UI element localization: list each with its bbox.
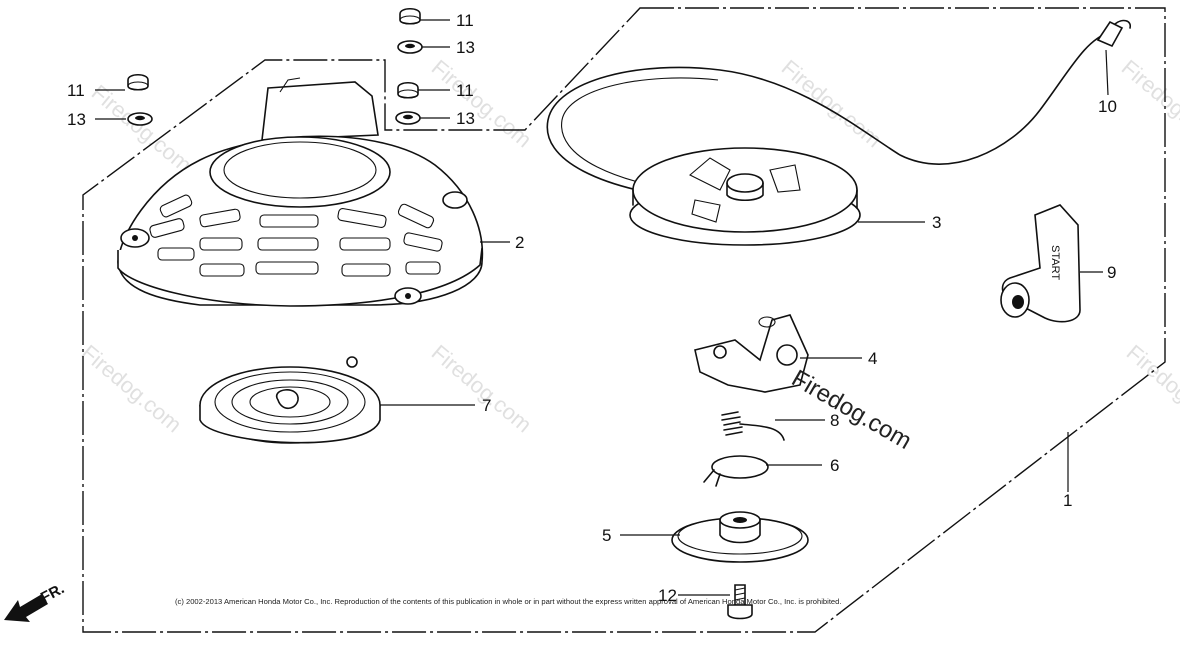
part-starter-housing <box>117 77 484 307</box>
watermark-text: Firedog.com <box>77 340 187 438</box>
front-arrow: FR. <box>4 580 67 622</box>
callout-6: 6 <box>830 456 839 475</box>
part-start-handle: START <box>1000 204 1081 323</box>
watermark-text: Firedog.com <box>87 80 197 178</box>
watermark-overlay: Firedog.com <box>787 365 916 455</box>
callout-11: 11 <box>67 81 85 100</box>
callout-12: 12 <box>658 586 677 605</box>
callout-13: 13 <box>67 110 86 129</box>
callout-11: 11 <box>456 11 474 30</box>
part-friction-plate <box>671 511 809 563</box>
part-setting-bolt <box>727 584 753 620</box>
callout-13: 13 <box>456 109 475 128</box>
leader-lines <box>95 19 1109 596</box>
copyright-notice: (c) 2002-2013 American Honda Motor Co., … <box>175 597 842 606</box>
part-cap-nut <box>127 73 149 91</box>
callout-7: 7 <box>482 396 491 415</box>
part-ratchet <box>694 314 809 393</box>
part-washer <box>395 111 421 125</box>
callout-9: 9 <box>1107 263 1116 282</box>
callout-3: 3 <box>932 213 941 232</box>
front-arrow-icon <box>4 594 48 622</box>
part-cap-nut <box>399 7 421 25</box>
part-ratchet-spring <box>721 411 785 441</box>
callout-1: 1 <box>1063 491 1072 510</box>
watermark-text: Firedog.com <box>1117 55 1180 153</box>
callout-labels: 1 2 3 4 5 6 7 8 9 10 11 11 11 12 13 13 1… <box>67 11 1117 605</box>
callout-4: 4 <box>868 349 877 368</box>
assembly-outline <box>82 7 1166 633</box>
part-washer <box>397 40 423 54</box>
watermark-text: Firedog.com <box>427 340 537 438</box>
part-friction-spring <box>703 455 769 487</box>
callout-13: 13 <box>456 38 475 57</box>
callout-5: 5 <box>602 526 611 545</box>
part-washer <box>127 112 153 126</box>
handle-start-text: START <box>1049 245 1061 280</box>
callout-11: 11 <box>456 81 474 100</box>
callout-8: 8 <box>830 411 839 430</box>
part-cap-nut <box>397 81 419 99</box>
watermark-text: Firedog.com <box>427 55 537 153</box>
part-rope <box>546 19 1132 201</box>
callout-2: 2 <box>515 233 524 252</box>
part-reel <box>629 147 861 246</box>
watermark-text: Firedog.com <box>777 55 887 153</box>
part-recoil-spring <box>199 356 381 444</box>
callout-10: 10 <box>1098 97 1117 116</box>
